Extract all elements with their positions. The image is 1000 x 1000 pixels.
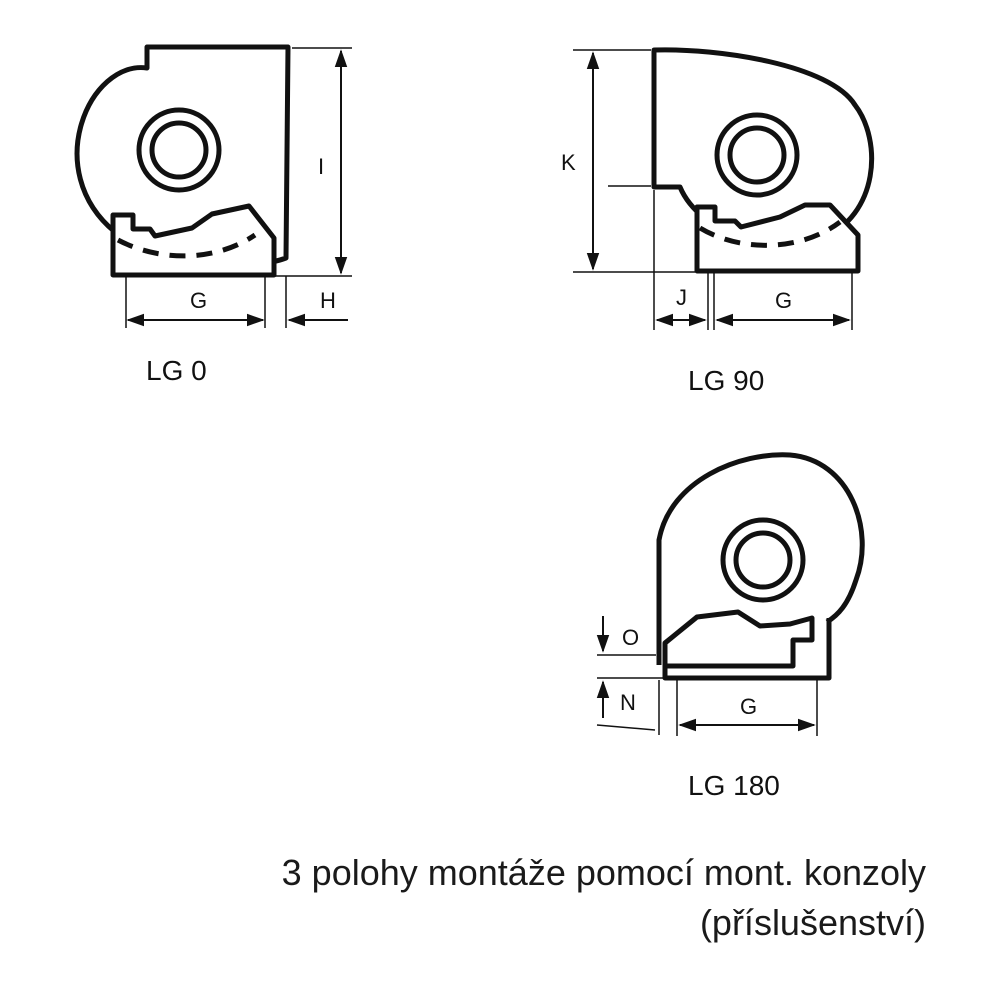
fan-lg0-dim-g-label: G bbox=[190, 288, 207, 313]
fan-lg180-inlet-outer bbox=[720, 517, 806, 603]
fan-lg0-inlet-inner bbox=[149, 120, 209, 180]
fan-lg180: O N G LG 180 bbox=[596, 452, 865, 801]
fan-lg0-inlet-outer bbox=[136, 107, 222, 193]
fan-lg180-dim-n-label: N bbox=[620, 690, 636, 715]
fan-lg180-title: LG 180 bbox=[688, 770, 780, 801]
fan-lg90-dim-j-label: J bbox=[676, 285, 687, 310]
fan-lg0: I G H LG 0 bbox=[74, 44, 352, 386]
fan-lg180-dim-o-label: O bbox=[622, 625, 639, 650]
fan-lg180-bracket bbox=[662, 609, 815, 669]
fan-lg0-title: LG 0 bbox=[146, 355, 207, 386]
fan-lg180-dim-g-label: G bbox=[740, 694, 757, 719]
fan-lg0-dim-h-label: H bbox=[320, 288, 336, 313]
fan-lg90-bracket bbox=[694, 202, 861, 274]
fan-lg0-bracket bbox=[110, 203, 277, 278]
fan-lg90-title: LG 90 bbox=[688, 365, 764, 396]
fan-lg90: K J G LG 90 bbox=[561, 47, 875, 396]
fan-lg90-dim-k-label: K bbox=[561, 150, 576, 175]
fan-lg180-dim-n-leader bbox=[596, 724, 656, 731]
fan-lg90-inlet-outer bbox=[714, 112, 800, 198]
fan-lg180-base-plate bbox=[662, 618, 832, 681]
fan-lg90-inlet-inner bbox=[727, 125, 787, 185]
fan-lg180-inlet-inner bbox=[733, 530, 793, 590]
caption-line-2: (příslušenství) bbox=[699, 902, 926, 943]
caption-line-1: 3 polohy montáže pomocí mont. konzoly bbox=[281, 852, 926, 893]
fan-lg90-dim-g-label: G bbox=[775, 288, 792, 313]
fan-lg0-dim-i-label: I bbox=[318, 154, 324, 179]
fan-lg180-housing bbox=[656, 452, 865, 665]
